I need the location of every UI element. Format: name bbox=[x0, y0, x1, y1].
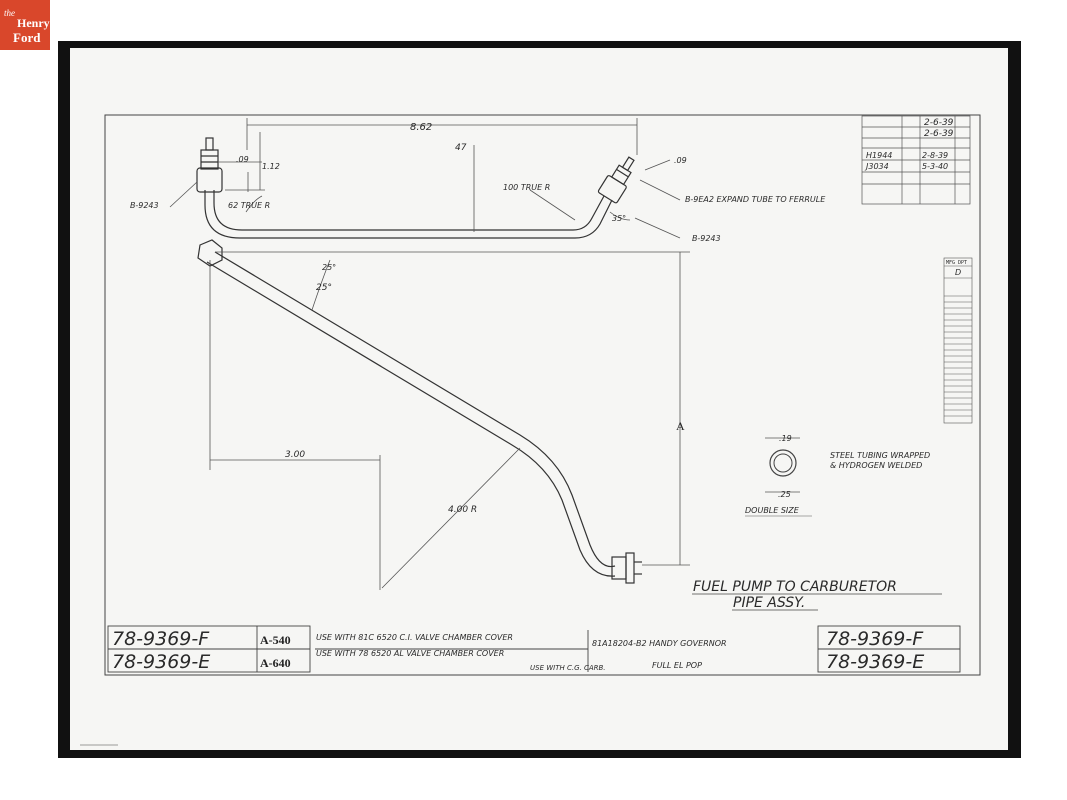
dim-09-left: .09 bbox=[236, 155, 249, 164]
logo-ford: Ford bbox=[13, 30, 41, 45]
tubing-note-line1: STEEL TUBING WRAPPED bbox=[830, 451, 930, 460]
dimension-texts: 8.62 47 .09 1.12 .09 62 TRUE R 100 TRUE … bbox=[130, 122, 826, 515]
revision-label-3: H1944 bbox=[866, 151, 892, 160]
a-code-e: A-640 bbox=[260, 656, 291, 670]
full-note: FULL EL POP bbox=[652, 661, 702, 670]
use-note-2: USE WITH 78 6520 AL VALVE CHAMBER COVER bbox=[316, 649, 504, 658]
callout-left-part: B-9243 bbox=[130, 201, 159, 210]
dim-025: .25 bbox=[778, 490, 791, 499]
angle-35: 35° bbox=[612, 214, 626, 223]
bottom-strip bbox=[107, 625, 961, 673]
mfg-side-table bbox=[943, 257, 973, 424]
dimension-lines bbox=[169, 118, 690, 590]
callout-expand: B-9EA2 EXPAND TUBE TO FERRULE bbox=[685, 195, 826, 204]
revision-texts: 2-6-39 2-6-39 H1944 2-8-39 J3034 5-3-40 bbox=[864, 118, 954, 171]
revision-block bbox=[861, 115, 971, 205]
use-note-1: USE WITH 81C 6520 C.I. VALVE CHAMBER COV… bbox=[316, 633, 513, 642]
dim-47: 47 bbox=[455, 143, 467, 153]
double-size-note: DOUBLE SIZE bbox=[745, 506, 800, 515]
tubing-note-line2: & HYDROGEN WELDED bbox=[830, 461, 922, 470]
dim-overall: 8.62 bbox=[410, 122, 432, 133]
sheet-border bbox=[104, 114, 981, 676]
side-table-header: MFG DPT bbox=[946, 260, 967, 266]
right-part-number-e: 78-9369-E bbox=[826, 651, 924, 673]
revision-date-0: 2-6-39 bbox=[924, 118, 954, 128]
radius-400: 4.00 R bbox=[448, 505, 477, 515]
dim-112: 1.12 bbox=[262, 162, 280, 171]
lower-pipe bbox=[197, 239, 642, 584]
drawing-title-line2: PIPE ASSY. bbox=[733, 595, 805, 611]
a-code-f: A-540 bbox=[260, 633, 291, 647]
dim-letter-a: A bbox=[676, 419, 685, 433]
henry-ford-logo: the Henry Ford bbox=[0, 0, 50, 50]
part-number-f: 78-9369-F bbox=[112, 628, 210, 650]
drawing-paper bbox=[70, 48, 1008, 750]
callout-right-part: B-9243 bbox=[692, 234, 721, 243]
revision-date-1: 2-6-39 bbox=[924, 129, 954, 139]
side-table-value: D bbox=[955, 268, 961, 277]
right-part-number-f: 78-9369-F bbox=[826, 628, 924, 650]
drawing-title-line1: FUEL PUMP TO CARBURETOR bbox=[693, 579, 897, 595]
part-number-e: 78-9369-E bbox=[112, 651, 210, 673]
carb-note: USE WITH C.G. CARB. bbox=[530, 664, 606, 672]
radius-62: 62 TRUE R bbox=[228, 201, 270, 210]
revision-date-3: 2-8-39 bbox=[922, 151, 948, 160]
governor-note: 81A18204-B2 HANDY GOVERNOR bbox=[592, 639, 727, 648]
upper-pipe bbox=[196, 137, 635, 239]
revision-date-4: 5-3-40 bbox=[922, 162, 948, 171]
angle-25-mark: 25° bbox=[322, 263, 336, 272]
angle-25-label: 25° bbox=[316, 283, 332, 293]
logo-henry: Henry bbox=[17, 16, 50, 30]
dim-09-right: .09 bbox=[674, 156, 687, 165]
dim-300: 3.00 bbox=[285, 450, 305, 460]
tube-section-detail: .19 .25 DOUBLE SIZE bbox=[745, 434, 812, 517]
logo-the: the bbox=[4, 8, 15, 18]
revision-label-4: J3034 bbox=[864, 162, 889, 171]
dim-019: .19 bbox=[779, 434, 792, 443]
radius-100: 100 TRUE R bbox=[503, 183, 550, 192]
